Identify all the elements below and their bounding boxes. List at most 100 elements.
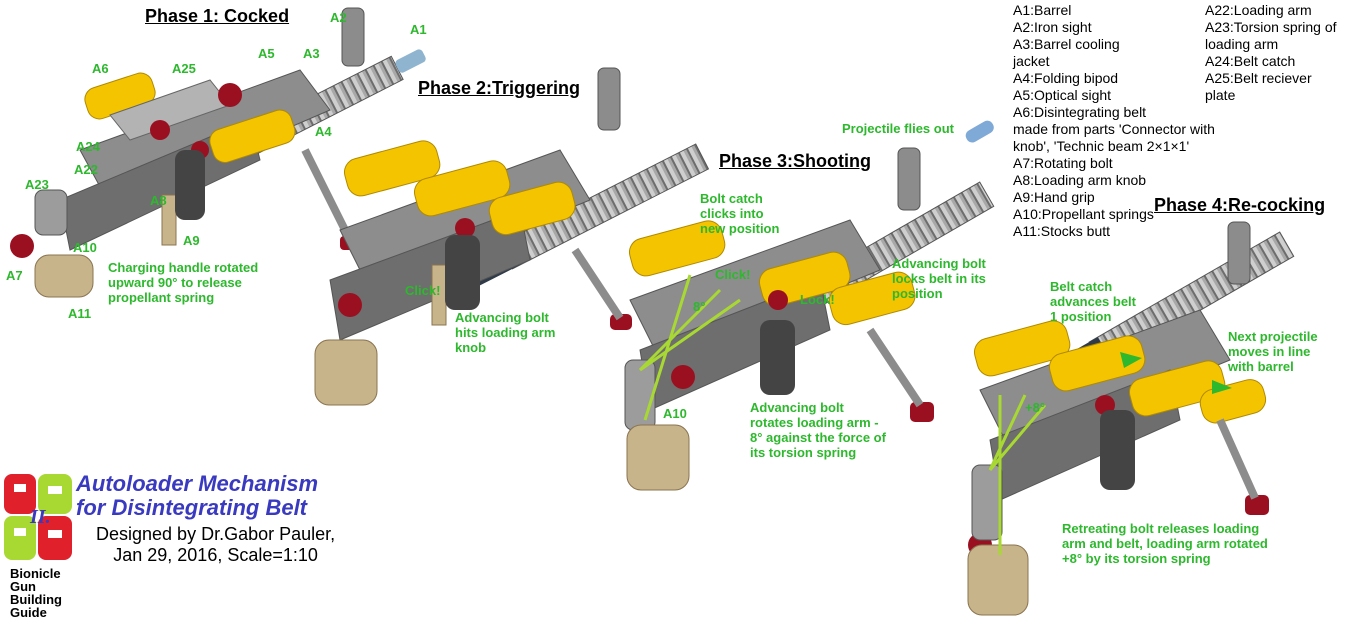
annotation-bolt-catch: Bolt catch clicks into new position <box>700 191 779 236</box>
logo-word: Gun <box>10 579 36 594</box>
main-title-line-1: Autoloader Mechanism <box>76 471 319 496</box>
annotation-line: Advancing bolt <box>750 400 844 415</box>
part-label-a4: A4 <box>315 124 332 139</box>
logo-wordmark: Bionicle Gun Building Guide <box>10 567 62 619</box>
legend-item: plate <box>1205 87 1236 103</box>
legend-item: A10:Propellant springs <box>1013 206 1154 222</box>
annotation-click-phase-2: Click! <box>405 283 441 298</box>
annotation-line: Belt catch <box>1050 279 1113 294</box>
legend-item: A11:Stocks butt <box>1013 223 1111 239</box>
gun-phase-1 <box>10 7 426 298</box>
annotation-projectile-flies: Projectile flies out <box>842 121 954 136</box>
part-label-a5: A5 <box>258 46 275 61</box>
annotation-bolt-locks-belt: Advancing bolt locks belt in its positio… <box>892 256 986 301</box>
part-label-a23: A23 <box>25 177 49 192</box>
annotation-charging-handle: Charging handle rotated upward 90° to re… <box>108 260 258 305</box>
logo-word: Guide <box>10 605 47 620</box>
legend-item: made from parts 'Connector with <box>1013 121 1215 137</box>
annotation-line: Retreating bolt releases loading <box>1062 521 1260 536</box>
legend-left-column: A1:Barrel A2:Iron sight A3:Barrel coolin… <box>1013 2 1215 240</box>
part-label-a11: A11 <box>68 306 92 321</box>
annotation-line: locks belt in its <box>892 271 986 286</box>
legend-item: loading arm <box>1205 36 1279 52</box>
annotation-line: 8° against the force of <box>750 430 886 445</box>
part-label-a9: A9 <box>183 233 200 248</box>
legend-item: A1:Barrel <box>1013 2 1072 18</box>
annotation-next-projectile: Next projectile moves in line with barre… <box>1228 329 1318 374</box>
legend-item: A23:Torsion spring of <box>1205 19 1337 35</box>
annotation-line: hits loading arm <box>455 325 556 340</box>
annotation-line: Advancing bolt <box>455 310 549 325</box>
part-label-a2: A2 <box>330 10 347 25</box>
annotation-line: rotates loading arm - <box>750 415 879 430</box>
annotation-belt-catch-advances: Belt catch advances belt 1 position <box>1050 279 1136 324</box>
legend-item: A4:Folding bipod <box>1013 70 1119 86</box>
annotation-bolt-hits-knob: Advancing bolt hits loading arm knob <box>455 310 555 355</box>
annotation-line: knob <box>455 340 487 355</box>
annotation-line: new position <box>700 221 780 236</box>
annotation-click-phase-3: Click! <box>715 267 751 282</box>
designer-credit: Designed by Dr.Gabor Pauler, Jan 29, 201… <box>96 524 335 566</box>
part-label-a8: A8 <box>150 193 167 208</box>
annotation-lock: Lock! <box>800 292 835 307</box>
legend-item: A3:Barrel cooling <box>1013 36 1120 52</box>
designer-credit-line-1: Designed by Dr.Gabor Pauler, <box>96 524 336 544</box>
part-label-a7: A7 <box>6 268 23 283</box>
annotation-line: upward 90° to release <box>108 275 242 290</box>
designer-credit-line-2: Jan 29, 2016, Scale=1:10 <box>113 545 318 565</box>
legend-item: A9:Hand grip <box>1013 189 1095 205</box>
part-label-a22: A22 <box>74 162 98 177</box>
part-label-a1: A1 <box>410 22 427 37</box>
logo-word: Bionicle <box>10 566 61 581</box>
annotation-line: position <box>892 286 943 301</box>
legend-item: A6:Disintegrating belt <box>1013 104 1147 120</box>
annotation-line: Bolt catch <box>700 191 763 206</box>
legend-item: A2:Iron sight <box>1013 19 1092 35</box>
legend-item: A5:Optical sight <box>1013 87 1112 103</box>
legend-item: A25:Belt reciever <box>1205 70 1312 86</box>
part-label-a24: A24 <box>76 139 100 154</box>
phase-3-title: Phase 3:Shooting <box>719 151 872 171</box>
phase-2-title: Phase 2:Triggering <box>418 78 581 98</box>
legend-item: knob', 'Technic beam 2×1×1' <box>1013 138 1190 154</box>
logo-roman-numeral: II. <box>30 506 51 528</box>
legend-item: A8:Loading arm knob <box>1013 172 1147 188</box>
annotation-line: moves in line <box>1228 344 1311 359</box>
annotation-line: arm and belt, loading arm rotated <box>1062 536 1268 551</box>
main-title: Autoloader Mechanism for Disintegrating … <box>76 472 318 520</box>
annotation-retreating-bolt: Retreating bolt releases loading arm and… <box>1062 521 1268 566</box>
annotation-plus-8-degrees: +8° <box>1025 400 1046 415</box>
part-label-a6: A6 <box>92 61 109 76</box>
gun-phase-4 <box>967 221 1295 616</box>
annotation-line: Charging handle rotated <box>108 260 259 275</box>
logo-word: Building <box>10 592 62 607</box>
part-label-a25: A25 <box>172 61 196 76</box>
annotation-bolt-rotates-arm: Advancing bolt rotates loading arm - 8° … <box>750 400 886 460</box>
annotation-line: 1 position <box>1050 309 1112 324</box>
legend-right-column: A22:Loading arm A23:Torsion spring of lo… <box>1205 2 1337 104</box>
annotation-line: Advancing bolt <box>892 256 986 271</box>
main-title-line-2: for Disintegrating Belt <box>76 495 308 520</box>
part-label-a10-phase-3: A10 <box>663 406 687 421</box>
legend-item: jacket <box>1013 53 1050 69</box>
legend-item: A7:Rotating bolt <box>1013 155 1113 171</box>
annotation-line: advances belt <box>1050 294 1136 309</box>
phase-4-title: Phase 4:Re-cocking <box>1154 195 1326 215</box>
annotation-line: clicks into <box>700 206 764 221</box>
annotation-8-degrees: 8° <box>693 299 706 314</box>
phase-1-title: Phase 1: Cocked <box>145 6 290 26</box>
gun-phase-3 <box>624 120 995 491</box>
gun-phase-2 <box>314 67 710 406</box>
part-label-a3: A3 <box>303 46 320 61</box>
annotation-line: its torsion spring <box>750 445 857 460</box>
part-label-a10: A10 <box>73 240 97 255</box>
legend-item: A24:Belt catch <box>1205 53 1296 69</box>
logo-mark <box>4 474 72 560</box>
annotation-line: propellant spring <box>108 290 215 305</box>
annotation-line: Next projectile <box>1228 329 1318 344</box>
annotation-line: +8° by its torsion spring <box>1062 551 1211 566</box>
annotation-line: with barrel <box>1228 359 1294 374</box>
legend-item: A22:Loading arm <box>1205 2 1312 18</box>
